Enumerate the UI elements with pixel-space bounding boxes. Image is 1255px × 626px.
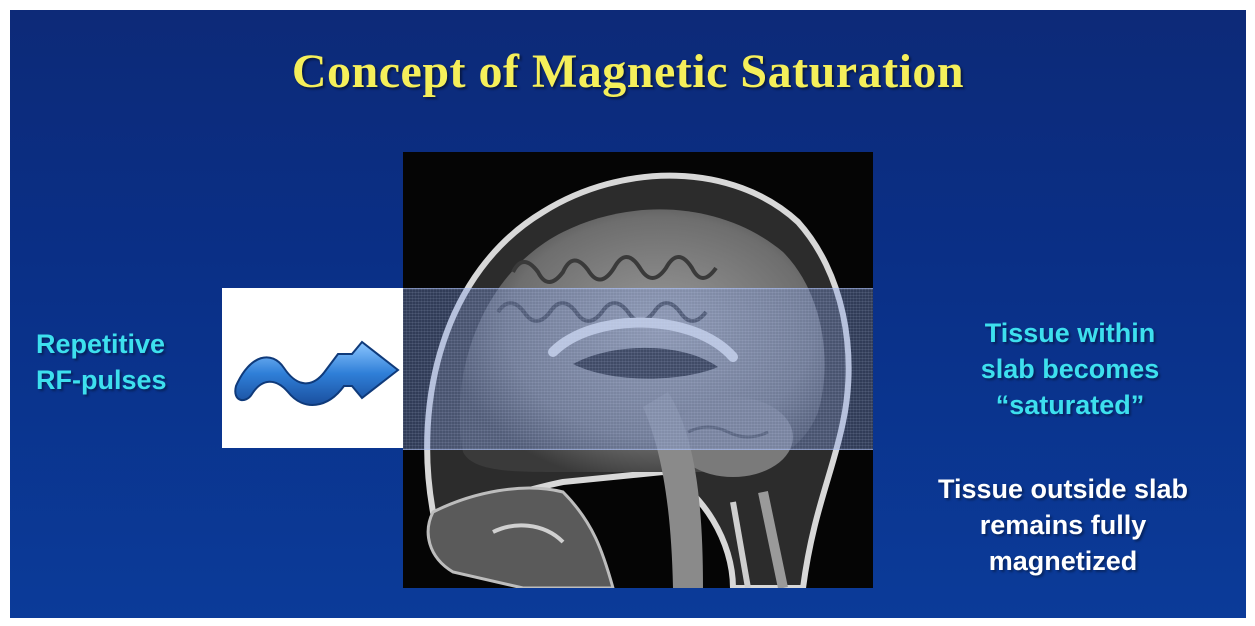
slide-title: Concept of Magnetic Saturation <box>10 44 1246 99</box>
rf-pulses-label-line-1: Repetitive <box>36 326 167 362</box>
saturation-slab-overlay <box>403 288 873 450</box>
rf-pulses-label: Repetitive RF-pulses <box>36 326 167 398</box>
saturated-tissue-label-line-1: Tissue within <box>910 315 1230 351</box>
saturated-tissue-label: Tissue within slab becomes “saturated” <box>910 315 1230 423</box>
magnetized-tissue-label-line-2: remains fully <box>890 507 1236 543</box>
saturated-tissue-label-line-2: slab becomes <box>910 351 1230 387</box>
magnetized-tissue-label: Tissue outside slab remains fully magnet… <box>890 471 1236 579</box>
saturated-tissue-label-line-3: “saturated” <box>910 387 1230 423</box>
wavy-arrow-icon <box>222 288 405 448</box>
rf-pulses-label-line-2: RF-pulses <box>36 362 167 398</box>
rf-pulse-arrow-panel <box>222 288 405 448</box>
magnetized-tissue-label-line-3: magnetized <box>890 543 1236 579</box>
slide: Concept of Magnetic Saturation Repetitiv… <box>10 10 1246 618</box>
magnetized-tissue-label-line-1: Tissue outside slab <box>890 471 1236 507</box>
